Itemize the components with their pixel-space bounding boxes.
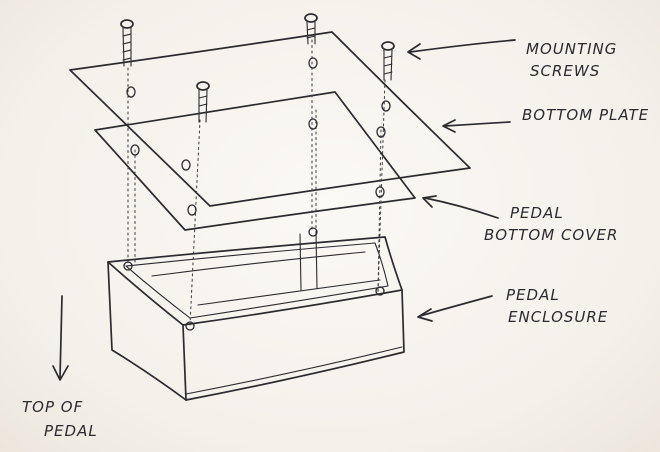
arrow-bottom-plate	[443, 120, 510, 132]
mounting-screw-2	[305, 14, 317, 44]
label-top-of-pedal-line2: PEDAL	[44, 422, 98, 440]
label-pedal-bottom-cover-line1: PEDAL	[510, 204, 564, 222]
pedal-bottom-cover-outline	[95, 92, 415, 230]
label-pedal-enclosure-line1: PEDAL	[506, 286, 560, 304]
arrow-pedal-enclosure	[418, 296, 492, 321]
mounting-screw-1	[121, 20, 133, 66]
label-pedal-enclosure-line2: ENCLOSURE	[508, 308, 608, 326]
alignment-lines	[128, 40, 385, 325]
arrow-mounting-screws	[408, 40, 515, 59]
label-top-of-pedal-line1: TOP OF	[22, 398, 83, 416]
label-bottom-plate: BOTTOM PLATE	[522, 106, 649, 124]
mounting-screw-4	[197, 82, 209, 122]
pedal-enclosure	[108, 232, 404, 400]
plate-holes	[124, 58, 390, 330]
label-mounting-screws-line2: SCREWS	[530, 62, 600, 80]
label-mounting-screws-line1: MOUNTING	[526, 40, 617, 58]
arrow-pedal-bottom-cover	[423, 196, 498, 218]
mounting-screw-3	[382, 42, 394, 80]
label-pedal-bottom-cover-line2: BOTTOM COVER	[484, 226, 618, 244]
arrow-top-of-pedal	[53, 296, 68, 380]
